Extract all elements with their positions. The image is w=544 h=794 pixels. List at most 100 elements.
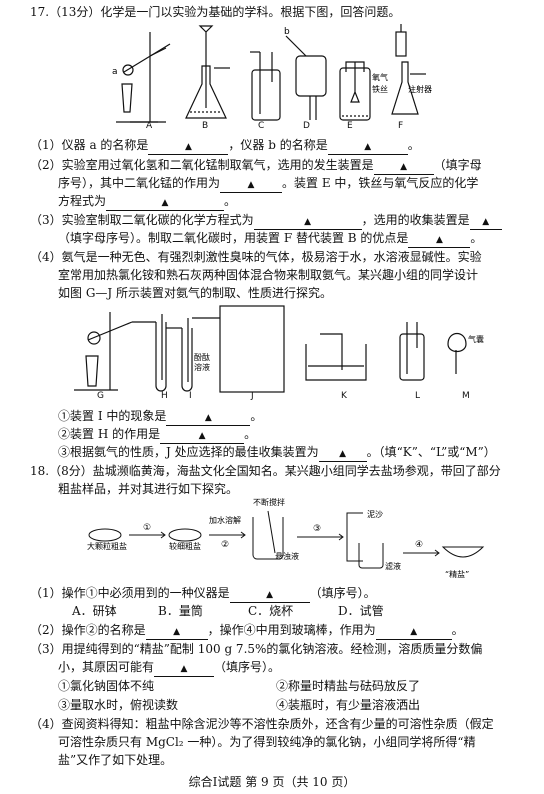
apparatus-figure-a-f: a b 氧气 铁丝 注射器 (112, 24, 432, 123)
q17-part2-line1: （2）实验室用过氧化氢和二氧化锰制取氧气，选用的发生装置是▲（填字母 (30, 157, 544, 175)
apparatus-f (391, 24, 426, 115)
option-d[interactable]: D．试管 (338, 604, 384, 618)
label-balloon: 气囊 (468, 334, 484, 344)
beaker (252, 517, 284, 560)
option-b[interactable]: B．量筒 (158, 604, 203, 618)
caption-a: A (146, 121, 153, 131)
coarse-salt-pile (88, 528, 122, 542)
option-1[interactable]: ①氯化钠固体不纯 (58, 679, 155, 693)
flow-dissolve: 加水溶解 (209, 515, 241, 525)
apparatus-j (219, 305, 285, 393)
flow-filtrate: 滤液 (385, 561, 401, 571)
apparatus-h (155, 314, 182, 392)
caption-l: L (415, 391, 421, 401)
flow-step3: ③ (313, 524, 321, 534)
label-phenolphthalein: 酚酞 (194, 352, 210, 362)
q18-part1: （1）操作①中必须用到的一种仪器是▲（填序号）。 (30, 585, 544, 603)
apparatus-e (339, 61, 371, 121)
caption-b: B (202, 121, 209, 131)
q18-heading-line2: 粗盐样品，并对其进行如下探究。 (58, 482, 239, 496)
q18-part4-line2: 可溶性杂质只有 MgCl₂ 一种）。为了得到较纯净的氯化钠，小组同学将所得“精 (58, 735, 476, 749)
answer-blank[interactable]: ▲ (373, 159, 434, 175)
caption-c: C (258, 121, 265, 131)
apparatus-m (447, 332, 467, 374)
q17-part4-line2: 室常用加热氯化铵和熟石灰两种固体混合物来制取氨气。某兴趣小组的同学设计 (58, 268, 479, 282)
answer-blank[interactable]: ▲ (166, 410, 251, 426)
option-4[interactable]: ④装瓶时，有少量溶液洒出 (276, 698, 421, 712)
apparatus-i (181, 317, 220, 392)
caption-f: F (398, 121, 404, 131)
q17-sub1: ①装置 I 中的现象是▲。 (58, 408, 544, 426)
apparatus-g (74, 312, 156, 391)
page-footer: 综合Ⅰ试题 第 9 页（共 10 页） (188, 775, 356, 789)
caption-e: E (347, 121, 353, 131)
label-a: a (112, 67, 118, 77)
label-b: b (284, 27, 290, 37)
apparatus-k (305, 333, 367, 381)
flow-step1: ① (143, 523, 151, 533)
q17-sub3: ③根据氨气的性质，J 处应选择的最佳收集装置为▲。（填“K”、“L”或“M”） (58, 444, 544, 462)
q17-part4-line3: 如图 G—J 所示装置对氨气的制取、性质进行探究。 (58, 286, 333, 300)
apparatus-b (185, 25, 230, 119)
caption-m: M (462, 391, 470, 401)
label-syringe: 注射器 (408, 84, 432, 94)
option-3[interactable]: ③量取水时，俯视读数 (58, 698, 179, 712)
caption-h: H (161, 391, 168, 401)
option-2[interactable]: ②称量时精盐与砝码放反了 (276, 679, 421, 693)
q17-sub2: ②装置 H 的作用是▲。 (58, 426, 544, 444)
q17-part1: （1）仪器 a 的名称是▲，仪器 b 的名称是▲。 (30, 137, 544, 155)
flow-suspension: 悬浊液 (275, 551, 299, 561)
apparatus-c (250, 51, 281, 121)
flow-coarse-salt: 大颗粒粗盐 (87, 541, 127, 551)
fine-salt-pile (168, 528, 202, 542)
q18-heading-line1: 18.（8分）盐城濒临黄海，海盐文化全国知名。某兴趣小组同学去盐场参观，带回了部… (30, 464, 501, 478)
apparatus-d (285, 35, 327, 120)
caption-i: I (189, 391, 192, 401)
answer-blank[interactable]: ▲ (253, 214, 362, 230)
option-a[interactable]: A．研钵 (72, 604, 117, 618)
answer-blank[interactable]: ▲ (106, 195, 225, 211)
label-oxygen: 氧气 (372, 72, 388, 82)
answer-blank[interactable]: ▲ (375, 624, 452, 640)
q18-part3-line1: （3）用提纯得到的“精盐”配制 100 g 7.5%的氯化钠溶液。经检测，溶质质… (30, 642, 483, 656)
answer-blank[interactable]: ▲ (229, 587, 310, 603)
flow-mud: 泥沙 (367, 510, 383, 519)
flow-fine-salt: 较细粗盐 (169, 541, 201, 551)
caption-k: K (341, 391, 347, 401)
answer-blank[interactable]: ▲ (327, 139, 408, 155)
label-iron-wire: 铁丝 (372, 84, 388, 94)
label-solution: 溶液 (194, 362, 210, 372)
q17-part4-line1: （4）氨气是一种无色、有强烈刺激性臭味的气体，极易溶于水，水溶液显碱性。实验 (30, 250, 482, 264)
caption-j: J (251, 391, 254, 401)
flow-stir: 不断搅拌 (253, 497, 285, 507)
flow-step4: ④ (415, 540, 423, 550)
q17-part2-line3: 方程式为▲。 (58, 193, 544, 211)
evaporating-dish (441, 546, 485, 558)
q18-part4-line1: （4）查阅资料得知：粗盐中除含泥沙等不溶性杂质外，还含有少量的可溶性杂质（假定 (30, 717, 494, 731)
apparatus-a (116, 32, 171, 123)
flow-step2: ② (221, 540, 229, 550)
filtrate-beaker (358, 543, 384, 569)
q17-part3-line1: （3）实验室制取二氧化碳的化学方程式为▲，选用的收集装置是▲ (30, 212, 544, 230)
answer-blank[interactable]: ▲ (145, 624, 208, 640)
purification-flow-diagram: 大颗粒粗盐 ① 较细粗盐 加水溶解 ② 不断搅拌 悬浊液 ③ 泥沙 滤液 ④ “… (87, 497, 485, 579)
option-c[interactable]: C．烧杯 (248, 604, 294, 618)
q18-part4-line3: 盐”又作了如下处理。 (58, 753, 173, 767)
apparatus-figure-g-m: 酚酞 溶液 气囊 (74, 305, 484, 393)
answer-blank[interactable]: ▲ (220, 177, 283, 193)
answer-blank[interactable]: ▲ (154, 661, 215, 677)
apparatus-l (399, 322, 425, 381)
answer-blank[interactable]: ▲ (408, 232, 471, 248)
q17-heading: 17.（13分）化学是一门以实验为基础的学科。根据下图，回答问题。 (30, 5, 401, 19)
flow-refined-salt: “精盐” (445, 569, 469, 579)
caption-d: D (303, 121, 310, 131)
answer-blank[interactable]: ▲ (469, 214, 502, 230)
q18-part3-line2: 小，其原因可能有▲（填序号）。 (58, 659, 544, 677)
q18-part2: （2）操作②的名称是▲，操作④中用到玻璃棒，作用为▲。 (30, 622, 544, 640)
answer-blank[interactable]: ▲ (318, 446, 367, 462)
q17-part3-line2: （填字母序号）。制取二氧化碳时，用装置 F 替代装置 B 的优点是▲。 (58, 230, 544, 248)
answer-blank[interactable]: ▲ (160, 428, 245, 444)
answer-blank[interactable]: ▲ (148, 139, 229, 155)
q17-part2-line2: 序号），其中二氧化锰的作用为▲。装置 E 中，铁丝与氧气反应的化学 (58, 175, 544, 193)
caption-g: G (97, 391, 104, 401)
